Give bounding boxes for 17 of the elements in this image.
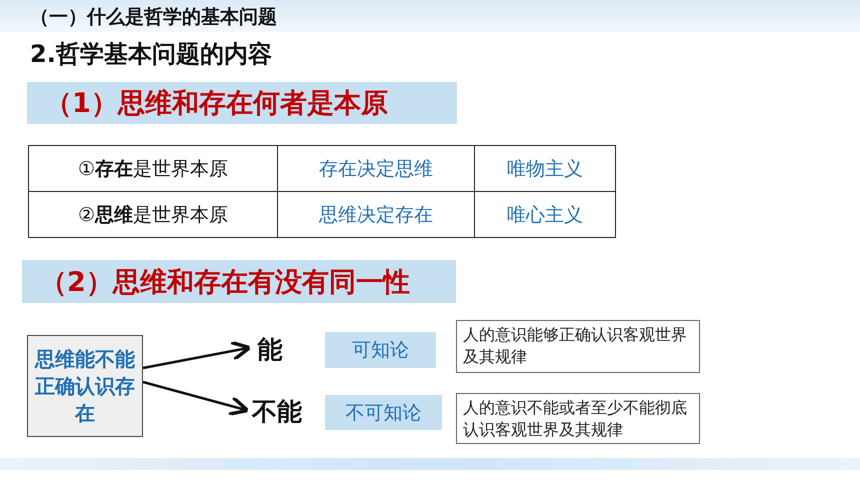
term-box: 不可知论 xyxy=(325,395,442,430)
heading-band: （2）思维和存在有没有同一性 xyxy=(22,260,456,303)
table-cell: ①存在是世界本原 xyxy=(28,145,278,192)
section-heading: （一）什么是哲学的基本问题 xyxy=(30,5,277,30)
table-cell: 唯心主义 xyxy=(474,191,616,238)
table-cell: ②思维是世界本原 xyxy=(28,191,278,238)
table-cell: 唯物主义 xyxy=(474,145,616,192)
arrow xyxy=(142,340,252,370)
term-box: 可知论 xyxy=(325,332,436,368)
definition-box: 人的意识能够正确认识客观世界及其规律 xyxy=(456,320,700,373)
answer-text: 能 xyxy=(248,332,292,366)
subsection-heading: 2.哲学基本问题的内容 xyxy=(30,39,272,70)
question-box: 思维能不能正确认识存在 xyxy=(27,335,143,437)
definition-box: 人的意识不能或者至少不能彻底认识客观世界及其规律 xyxy=(456,393,700,444)
arrow xyxy=(142,380,250,416)
answer-text: 不能 xyxy=(246,394,308,428)
heading-band: （1）思维和存在何者是本原 xyxy=(27,82,457,124)
